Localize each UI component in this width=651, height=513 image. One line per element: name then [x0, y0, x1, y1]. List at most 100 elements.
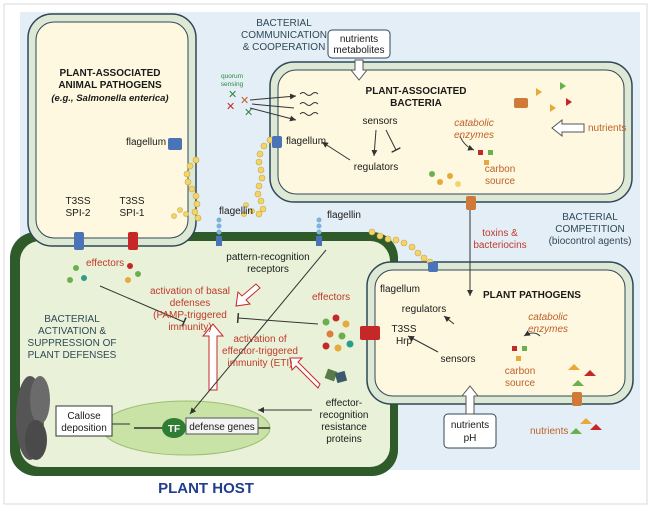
- resistance-protein-icon: [324, 368, 348, 384]
- comm-line3: & COOPERATION: [243, 42, 326, 53]
- eti-line2: effector-triggered: [222, 346, 298, 357]
- catabolic-top-line1: catabolic: [454, 118, 493, 129]
- plant-bacteria-cell-inner: [277, 69, 625, 195]
- catabolic-arrow-top: [459, 135, 475, 151]
- activation-left-line4: PLANT DEFENSES: [28, 350, 117, 361]
- flagellum-pathogen: [368, 228, 434, 266]
- nutrients-metabolites-box: [327, 29, 391, 59]
- activation-left-line3: SUPPRESSION OF: [28, 338, 117, 349]
- pp-title: PLANT PATHOGENS: [483, 290, 581, 301]
- er-line1: effector-: [326, 398, 363, 409]
- flagellum-bacteria-label: flagellum: [286, 136, 326, 147]
- eti-line1: activation of: [233, 334, 287, 345]
- svg-text:✕: ✕: [226, 101, 235, 113]
- t3ss-spi2-line2: SPI-2: [65, 208, 90, 219]
- comm-line1: BACTERIAL: [256, 18, 312, 29]
- effector-dots-cluster: [322, 314, 354, 352]
- line-arrows: [99, 93, 473, 425]
- nutrients-metabolites-line2: metabolites: [333, 45, 384, 56]
- toxins-line2: bacteriocins: [473, 240, 526, 251]
- toxins-line1: toxins &: [482, 228, 518, 239]
- flagellum-pathogen-label: flagellum: [380, 284, 420, 295]
- nutrient-triangles-pathogen: [568, 364, 602, 434]
- flagellum-animal: [183, 156, 202, 222]
- transporter-bacteriocin-icon: [466, 196, 476, 210]
- carbon-squares-pathogen: [512, 346, 527, 361]
- catabolic-arrow-pathogen: [523, 330, 541, 337]
- hollow-arrow-nutrients-top: [551, 118, 585, 138]
- t3ss-spi2-line1: T3SS: [65, 196, 90, 207]
- comm-line2: COMMUNICATION: [241, 30, 327, 41]
- transporter-top-icon: [514, 98, 528, 108]
- sensors-top: sensors: [362, 116, 397, 127]
- basal-line3: (PAMP-triggered: [153, 310, 227, 321]
- plant-host-title: PLANT HOST: [158, 480, 254, 497]
- regulators-pp: regulators: [402, 304, 446, 315]
- catabolic-pp-line1: catabolic: [528, 312, 567, 323]
- tf-blob: [162, 418, 186, 438]
- t3ss-spi1-line2: SPI-1: [119, 208, 144, 219]
- t3ss-hrp-line1: T3SS: [391, 324, 416, 335]
- eti-line3: immunity (ETI): [228, 358, 293, 369]
- flagellum-animal-label: flagellum: [126, 137, 166, 148]
- animal-pathogen-cell-inner: [35, 21, 189, 239]
- carbon-pp-line1: carbon: [505, 366, 536, 377]
- callose-box: [55, 405, 113, 437]
- flagellin-left-label: flagellin: [219, 206, 253, 217]
- flagellum-base-bacteria: [272, 136, 282, 148]
- prr-line2: receptors: [247, 264, 289, 275]
- flagellin-right-label: flagellin: [327, 210, 361, 221]
- t3ss-hrp-line2: Hrp: [396, 336, 413, 347]
- er-line4: proteins: [326, 434, 362, 445]
- er-line2: recognition: [320, 410, 369, 421]
- pab-title-line2: BACTERIA: [390, 98, 442, 109]
- carbon-squares-top: [478, 150, 493, 165]
- transporter-pathogen-icon: [572, 392, 582, 406]
- svg-text:✕: ✕: [240, 95, 249, 107]
- nutrients-ph-line2: pH: [464, 433, 477, 444]
- activation-left-line2: ACTIVATION &: [38, 326, 106, 337]
- sensors-pp: sensors: [440, 354, 475, 365]
- flagellin-particles: [171, 202, 255, 219]
- effectors-left-label: effectors: [86, 258, 124, 269]
- quorum-line1: quorum: [221, 73, 243, 80]
- competition-line3: (biocontrol agents): [549, 236, 632, 247]
- callose-line2: deposition: [61, 423, 107, 434]
- carbon-top-line1: carbon: [485, 164, 516, 175]
- carbon-top-line2: source: [485, 176, 515, 187]
- quorum-molecules: ✕ ✕ ✕ ✕: [226, 89, 253, 119]
- carbon-dots-top: [429, 171, 461, 187]
- prr-line1: pattern-recognition: [226, 252, 309, 263]
- effector-dots-left: [67, 263, 141, 283]
- flagellum-bacteria: [254, 136, 274, 218]
- tf-label: TF: [168, 424, 180, 435]
- flagellum-base-animal: [168, 138, 182, 150]
- callose-blob: [16, 376, 50, 460]
- activation-left-line1: BACTERIAL: [44, 314, 100, 325]
- t3ss-spi1-icon: [128, 232, 138, 250]
- hollow-arrow-eti: [289, 357, 321, 389]
- svg-text:✕: ✕: [228, 89, 237, 101]
- nutrients-right-top: nutrients: [588, 123, 626, 134]
- hollow-arrow-metabolites: [349, 59, 369, 81]
- pab-title-line1: PLANT-ASSOCIATED: [366, 86, 467, 97]
- nutrient-triangles-top: [536, 82, 572, 112]
- quorum-line2: sensing: [221, 81, 244, 88]
- prr-receptor-left: [216, 217, 222, 246]
- defense-genes-label: defense genes: [189, 422, 255, 433]
- competition-line1: BACTERIAL: [562, 212, 618, 223]
- basal-line4: immunity): [168, 322, 211, 333]
- signal-waves: [299, 92, 319, 116]
- catabolic-top-line2: enzymes: [454, 130, 494, 141]
- basal-line1: activation of basal: [150, 286, 230, 297]
- animal-title-line1: PLANT-ASSOCIATED: [60, 68, 161, 79]
- t3ss-spi1-line1: T3SS: [119, 196, 144, 207]
- hollow-arrow-ph: [460, 385, 480, 415]
- hollow-arrow-prr: [235, 283, 261, 307]
- prr-receptor-right: [316, 217, 322, 246]
- basal-line2: defenses: [170, 298, 211, 309]
- regulators-top: regulators: [354, 162, 398, 173]
- carbon-pp-line2: source: [505, 378, 535, 389]
